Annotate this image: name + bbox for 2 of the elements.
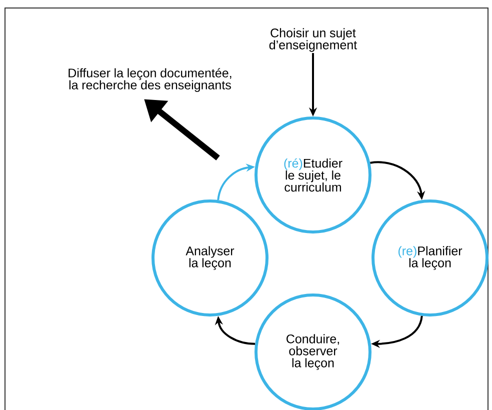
step-label: Diffuser la leçon documentée, la recherche des enseignants xyxy=(68,68,232,92)
step-label: Choisir un sujet d’enseignement xyxy=(269,28,358,52)
